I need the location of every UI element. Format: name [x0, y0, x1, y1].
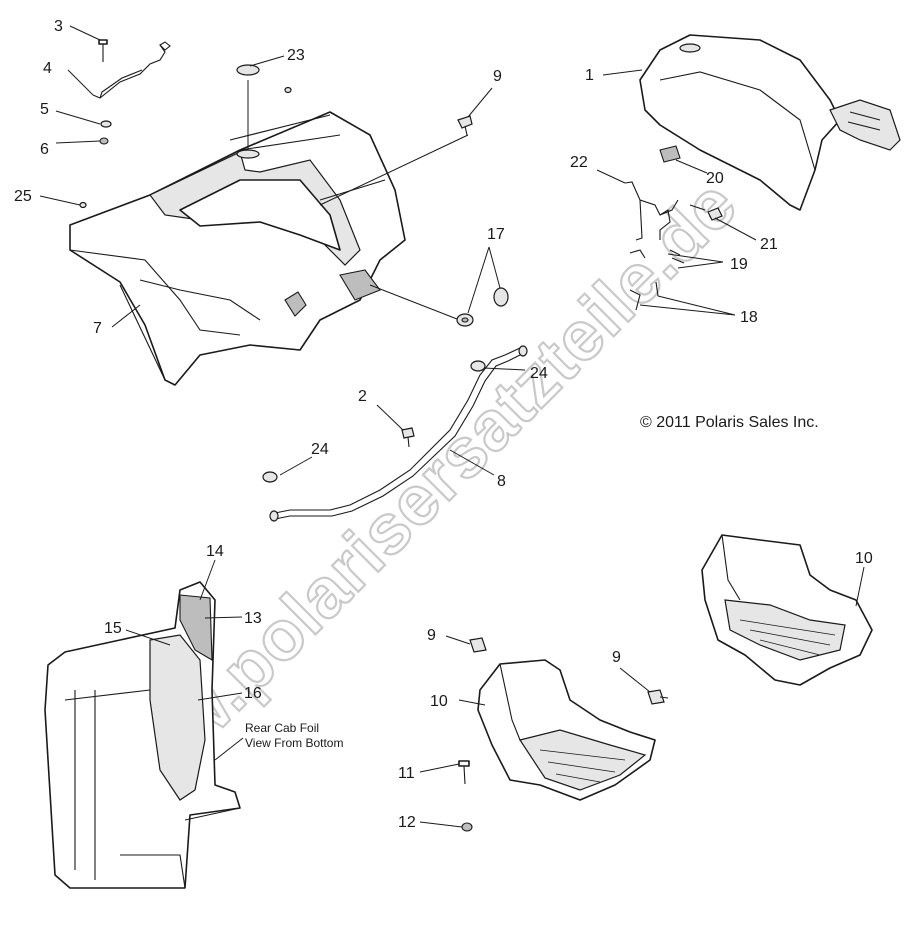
callout-24-left: 24 — [311, 441, 329, 458]
callout-3: 3 — [54, 18, 63, 35]
seat-latch-parts — [624, 181, 723, 311]
view-note-line2: View From Bottom — [245, 736, 343, 750]
callout-6: 6 — [40, 141, 49, 158]
callout-14: 14 — [206, 543, 224, 560]
callout-10-left: 10 — [430, 693, 448, 710]
callout-11: 11 — [398, 765, 415, 782]
callout-23: 23 — [287, 47, 305, 64]
copyright-text: © 2011 Polaris Sales Inc. — [640, 414, 819, 431]
callout-9-right: 9 — [612, 649, 621, 666]
leader-lines — [39, 25, 865, 828]
callout-12: 12 — [398, 814, 416, 831]
seat — [639, 34, 901, 211]
callout-17: 17 — [487, 226, 505, 243]
callout-19: 19 — [730, 256, 748, 273]
callout-9-mid: 9 — [427, 627, 436, 644]
callout-labels: 3 4 5 6 25 23 7 9 17 1 22 20 21 19 18 24… — [14, 18, 873, 831]
callout-25: 25 — [14, 188, 32, 205]
callout-18: 18 — [740, 309, 758, 326]
callout-1: 1 — [585, 67, 594, 84]
callout-7: 7 — [93, 320, 102, 337]
grommets-17 — [456, 287, 509, 327]
callout-15: 15 — [104, 620, 122, 637]
rear-cab-foil — [44, 581, 241, 889]
callout-22: 22 — [570, 154, 588, 171]
callout-8: 8 — [497, 473, 506, 490]
footwell-left — [458, 637, 669, 832]
callout-20: 20 — [706, 170, 724, 187]
callout-4: 4 — [43, 60, 52, 77]
callout-5: 5 — [40, 101, 49, 118]
callout-9-top: 9 — [493, 68, 502, 85]
view-note-line1: Rear Cab Foil — [245, 721, 319, 735]
callout-13: 13 — [244, 610, 262, 627]
callout-21: 21 — [760, 236, 778, 253]
callout-10-right: 10 — [855, 550, 873, 567]
small-hardware-top-left — [79, 39, 473, 209]
footwell-right — [701, 534, 873, 686]
rear-cab — [69, 111, 406, 386]
callout-24-top: 24 — [530, 365, 548, 382]
callout-16: 16 — [244, 685, 262, 702]
rod-8 — [262, 345, 528, 522]
callout-2: 2 — [358, 388, 367, 405]
